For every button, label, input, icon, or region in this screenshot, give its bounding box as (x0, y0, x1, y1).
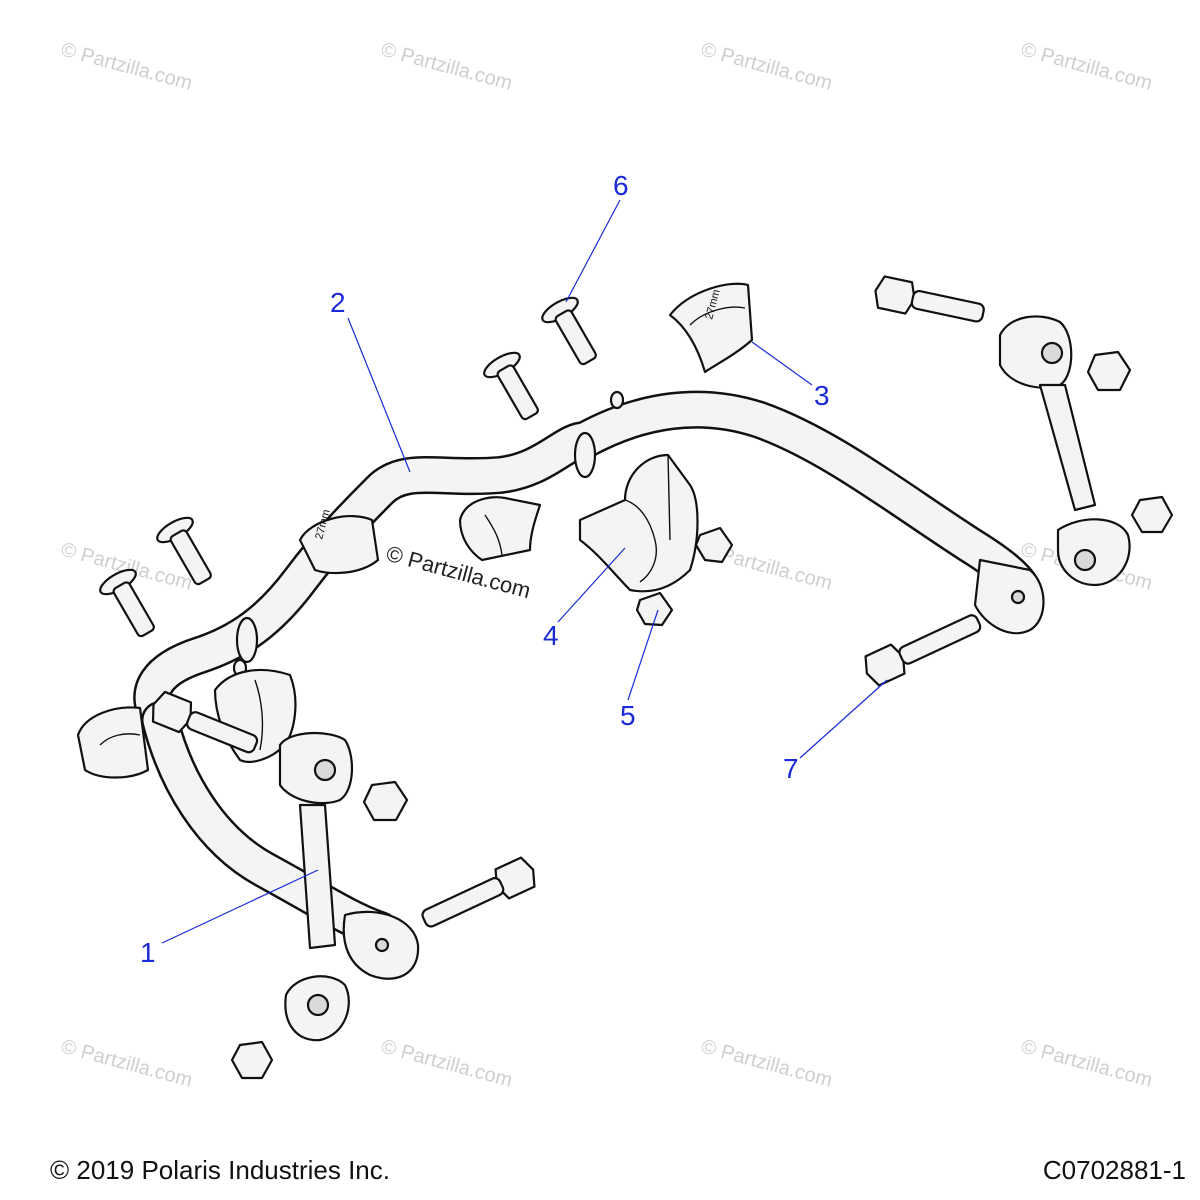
watermark: © Partzilla.com (699, 39, 835, 95)
callout-2[interactable]: 2 (330, 287, 346, 318)
bushing-open-mid[interactable] (458, 496, 542, 562)
stabilizer-link-left[interactable] (147, 690, 409, 1080)
bushing-on-bar-left[interactable]: 27mm (298, 508, 380, 575)
watermark: © Partzilla.com (1019, 39, 1155, 95)
callout-6[interactable]: 6 (613, 170, 629, 201)
copyright-notice: © 2019 Polaris Industries Inc. (50, 1155, 390, 1185)
leader-line-4 (557, 547, 626, 623)
bushing-left-end[interactable] (76, 706, 150, 779)
callout-3[interactable]: 3 (814, 380, 830, 411)
watermark: © Partzilla.com (699, 1036, 835, 1092)
carriage-bolt-group[interactable] (97, 293, 607, 643)
callout-labels: 1 2 3 4 5 6 7 (140, 170, 830, 968)
drawing-code: C0702881-1 (1042, 1155, 1186, 1185)
callout-7[interactable]: 7 (783, 753, 799, 784)
callout-4[interactable]: 4 (543, 620, 559, 651)
watermark: © Partzilla.com (59, 39, 195, 95)
leader-line-5 (627, 609, 659, 701)
hex-flange-bolt-group[interactable] (418, 607, 986, 935)
callout-5[interactable]: 5 (620, 700, 636, 731)
leader-line-6 (565, 199, 621, 303)
watermark: © Partzilla.com (1019, 1036, 1155, 1092)
stabilizer-link-right[interactable] (872, 275, 1174, 587)
flange-nut-group[interactable] (635, 526, 734, 627)
leader-line-3 (751, 341, 813, 386)
leader-line-7 (799, 679, 888, 759)
clamp-part-4[interactable] (578, 453, 699, 593)
stabilizer-bar[interactable] (133, 390, 1045, 980)
watermark: © Partzilla.com (59, 1036, 195, 1092)
leader-line-2 (347, 317, 411, 473)
watermark: © Partzilla.com (379, 1036, 515, 1092)
callout-leaders (161, 199, 888, 944)
callout-1[interactable]: 1 (140, 937, 156, 968)
leader-line-1 (161, 869, 319, 944)
watermark: © Partzilla.com (379, 39, 515, 95)
bushing-part-3[interactable]: 27mm (668, 282, 754, 374)
